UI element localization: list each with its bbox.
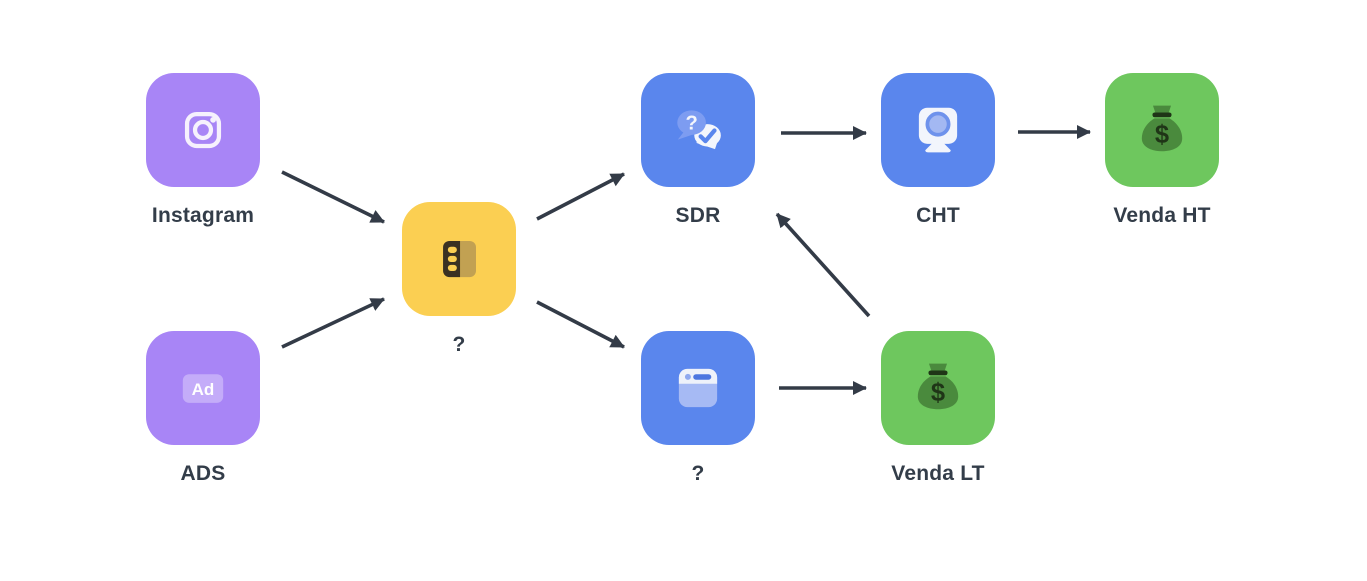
edge-venda-lt-to-sdr [775, 212, 871, 318]
node-venda-ht[interactable]: $ Venda HT [1105, 73, 1219, 228]
node-unknown-page[interactable]: ? [641, 331, 755, 486]
node-label-venda-ht: Venda HT [1113, 204, 1211, 227]
edge-unknown-source-to-unknown-page [536, 300, 625, 349]
svg-text:$: $ [1155, 121, 1169, 149]
node-venda-lt[interactable]: $ Venda LT [881, 331, 995, 486]
ad-icon[interactable]: Ad [146, 331, 260, 445]
node-label-cht: CHT [916, 204, 960, 227]
webcam-icon[interactable] [881, 73, 995, 187]
edge-instagram-to-unknown-source [281, 170, 385, 224]
node-instagram[interactable]: Instagram [146, 73, 260, 228]
node-sdr[interactable]: ? SDR [641, 73, 755, 228]
browser-icon[interactable] [641, 331, 755, 445]
svg-text:Ad: Ad [192, 380, 215, 399]
node-label-ads: ADS [180, 462, 226, 485]
node-label-unknown-page: ? [691, 462, 705, 485]
node-label-venda-lt: Venda LT [891, 462, 985, 485]
instagram-icon[interactable] [146, 73, 260, 187]
node-label-instagram: Instagram [151, 204, 255, 227]
svg-text:?: ? [685, 112, 697, 134]
money-bag-icon[interactable]: $ [1105, 73, 1219, 187]
svg-text:$: $ [931, 379, 945, 407]
node-unknown-source[interactable]: ? [402, 202, 516, 357]
node-cht[interactable]: CHT [881, 73, 995, 228]
edge-ads-to-unknown-source [281, 297, 385, 349]
money-bag-icon[interactable]: $ [881, 331, 995, 445]
edge-unknown-source-to-sdr [536, 172, 625, 221]
node-label-sdr: SDR [675, 204, 721, 227]
menu-panel-icon[interactable] [402, 202, 516, 316]
node-label-unknown-source: ? [452, 333, 466, 356]
chat-question-icon[interactable]: ? [641, 73, 755, 187]
